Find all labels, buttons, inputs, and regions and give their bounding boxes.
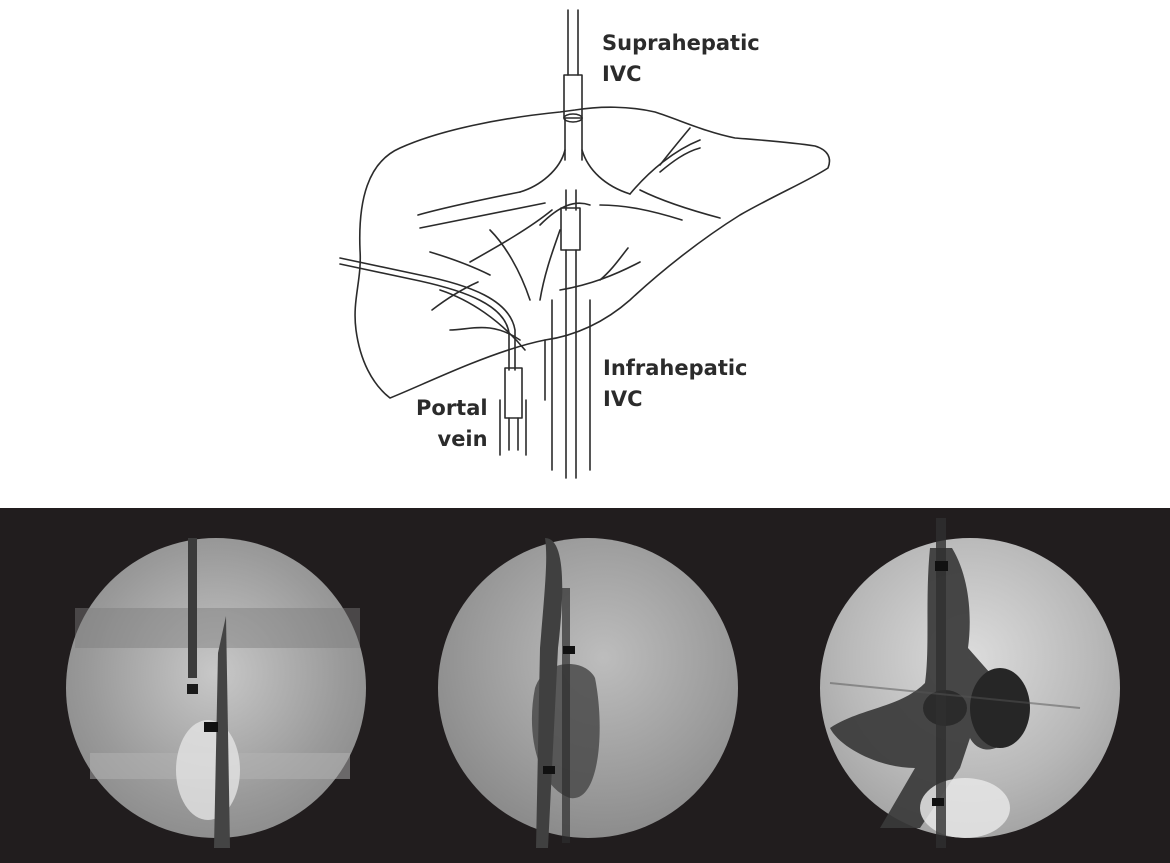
fluoroscopy-images xyxy=(0,508,1170,863)
portal-catheter-tail xyxy=(509,418,518,450)
portal-branch-center xyxy=(540,230,560,300)
ivc-flare-right xyxy=(582,150,630,194)
infrahepatic-ivc-label-line2: IVC xyxy=(603,384,748,415)
suprahepatic-ivc-label-line1: Suprahepatic xyxy=(602,28,760,59)
infrahepatic-ivc-label: Infrahepatic IVC xyxy=(603,353,748,415)
portal-vein-label: Portal vein xyxy=(416,393,488,455)
suprahepatic-ivc-label: Suprahepatic IVC xyxy=(602,28,760,90)
hepatic-vein-right-2 xyxy=(600,205,682,220)
central-catheter-lower xyxy=(566,250,576,478)
hepatic-vein-left-2 xyxy=(420,203,545,228)
infrahepatic-ivc-label-line1: Infrahepatic xyxy=(603,353,748,384)
fluoro-frame-1 xyxy=(66,538,366,848)
portal-catheter-inner xyxy=(340,264,509,370)
portal-branch-center-2 xyxy=(490,230,530,300)
liver-diagram-panel: Suprahepatic IVC Infrahepatic IVC Portal… xyxy=(0,0,1170,508)
central-catheter-upper xyxy=(566,190,576,210)
liver-diagram xyxy=(0,0,1170,508)
fluoroscopy-panel xyxy=(0,508,1170,863)
fluoro-frame-3 xyxy=(820,518,1120,848)
supra-catheter-lower xyxy=(565,118,582,160)
liver-outline xyxy=(355,107,829,398)
ivc-flare-left xyxy=(520,150,565,192)
central-balloon xyxy=(561,208,580,250)
portal-branch-right xyxy=(560,262,640,290)
portal-balloon xyxy=(505,368,522,418)
supra-catheter-wire xyxy=(568,10,578,75)
portal-vein-label-line1: Portal xyxy=(416,393,488,424)
portal-vein-label-line2: vein xyxy=(416,424,488,455)
portal-branch-right-2 xyxy=(600,248,628,280)
hepatic-vein-right-1b xyxy=(640,190,720,218)
suprahepatic-ivc-label-line2: IVC xyxy=(602,59,760,90)
fluoro-frame-2 xyxy=(438,538,738,848)
hepatic-vein-left-3 xyxy=(470,210,552,262)
